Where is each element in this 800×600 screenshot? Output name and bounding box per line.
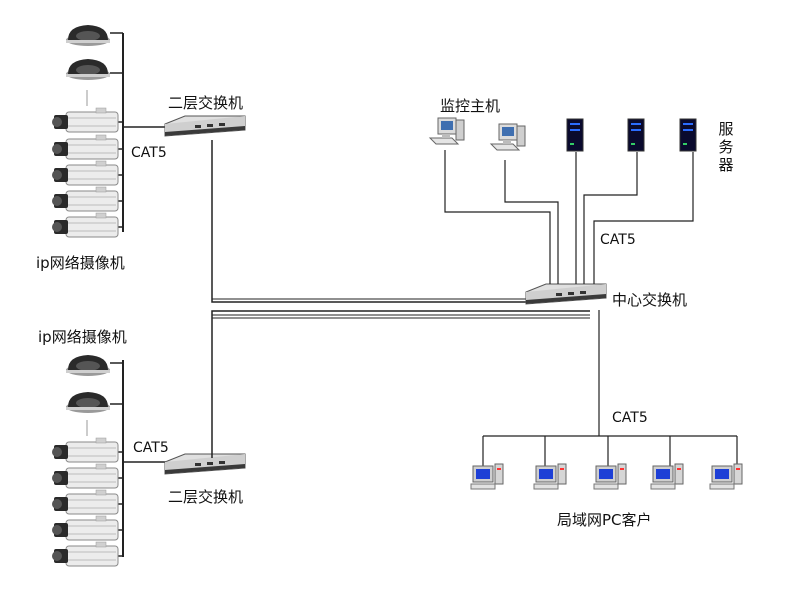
- cat5-label-bottom: CAT5: [133, 440, 169, 456]
- central-switch-label: 中心交换机: [612, 291, 688, 309]
- network-switch-icon: [164, 453, 246, 475]
- box-camera-icon: [51, 160, 119, 186]
- desktop-pc-icon: [533, 463, 567, 490]
- desktop-pc-icon: [470, 463, 504, 490]
- top-camera-group: [51, 25, 124, 238]
- servers-label: 服务器: [718, 120, 734, 174]
- box-camera-icon: [51, 541, 119, 567]
- bottom-cameras-label: ip网络摄像机: [38, 328, 127, 346]
- lan-links: [482, 310, 738, 468]
- network-switch-icon: [525, 283, 607, 305]
- workstation-icon: [429, 117, 465, 145]
- desktop-pc-icon: [709, 463, 743, 490]
- dome-camera-icon: [66, 392, 110, 413]
- dome-camera-icon: [66, 59, 110, 80]
- box-camera-icon: [51, 107, 119, 133]
- box-camera-icon: [51, 186, 119, 212]
- desktop-pc-icon: [650, 463, 684, 490]
- box-camera-icon: [51, 437, 119, 463]
- box-camera-icon: [51, 212, 119, 238]
- dome-camera-icon: [66, 25, 110, 46]
- box-camera-icon: [51, 134, 119, 160]
- box-camera-icon: [51, 463, 119, 489]
- monitor-hosts-label: 监控主机: [440, 97, 501, 115]
- cat5-label-lan: CAT5: [612, 410, 648, 426]
- dome-camera-icon: [66, 355, 110, 376]
- server-icon: [627, 118, 645, 152]
- bottom-switch-label: 二层交换机: [168, 488, 244, 506]
- box-camera-icon: [51, 489, 119, 515]
- desktop-pc-icon: [593, 463, 627, 490]
- trunk-links: [211, 140, 590, 458]
- bottom-camera-group: [51, 355, 124, 567]
- workstation-icon: [490, 123, 526, 151]
- cat5-label-servers: CAT5: [600, 232, 636, 248]
- network-switch-icon: [164, 115, 246, 137]
- top-switch-label: 二层交换机: [168, 94, 244, 112]
- box-camera-icon: [51, 515, 119, 541]
- server-icon: [566, 118, 584, 152]
- top-cameras-label: ip网络摄像机: [36, 254, 125, 272]
- server-icon: [679, 118, 697, 152]
- lan-clients-label: 局域网PC客户: [557, 511, 652, 529]
- cat5-label-top: CAT5: [131, 145, 167, 161]
- upper-links: [444, 150, 694, 284]
